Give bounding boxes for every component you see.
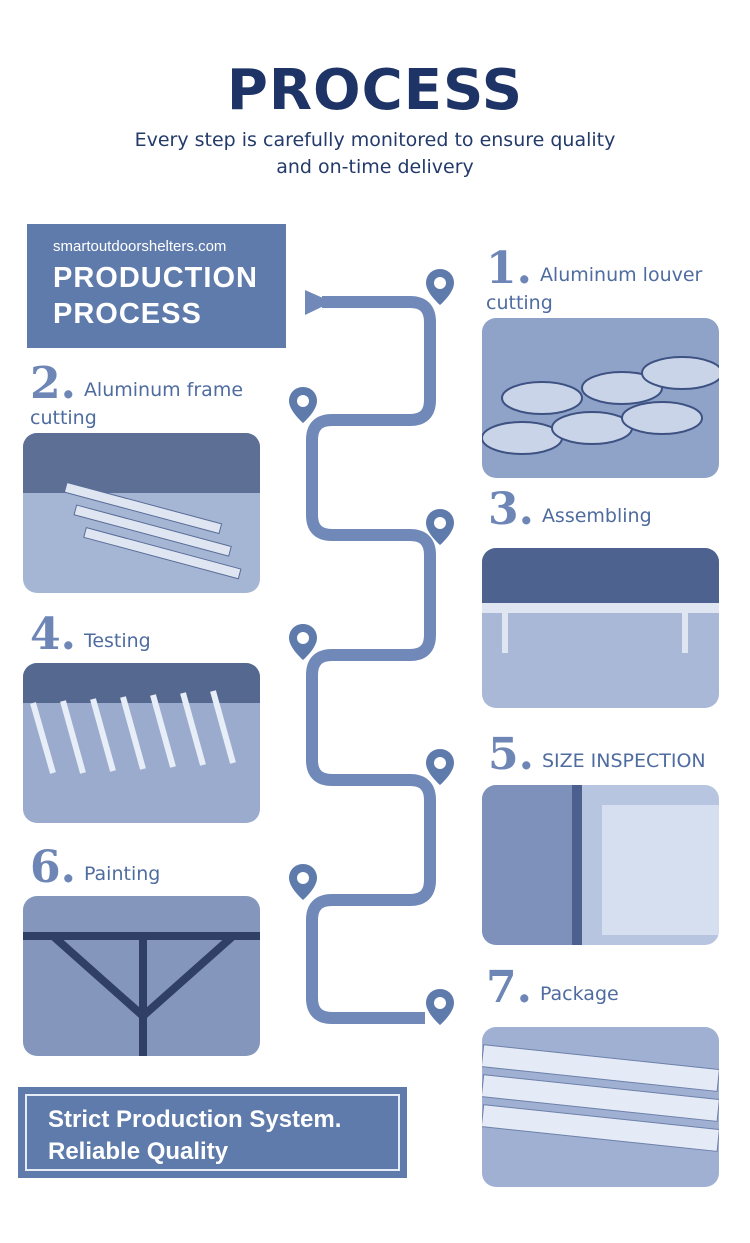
step-number: 2. [30, 358, 76, 409]
photo-frame-cutting [23, 433, 260, 593]
page-title: PROCESS [226, 58, 524, 123]
step-title: Testing [83, 630, 151, 652]
banner-title-line-2: PROCESS [53, 298, 202, 330]
footer-line-1: Strict Production System. [48, 1106, 342, 1133]
photo-louver-cutting [482, 318, 719, 478]
location-pin-icon [289, 864, 317, 900]
photo-size-inspection [482, 785, 719, 945]
location-pin-icon [426, 989, 454, 1025]
location-pin-icon [289, 624, 317, 660]
step-number: 7. [486, 962, 532, 1013]
subtitle-line-1: Every step is carefully monitored to ens… [134, 129, 616, 151]
step-number: 4. [30, 609, 76, 660]
location-pin-icon [426, 749, 454, 785]
photo-painting [23, 896, 260, 1056]
step-number: 6. [30, 842, 76, 893]
step-title: Painting [83, 863, 161, 885]
step-7-label: 7. Package [486, 965, 619, 1011]
step-title-cont: cutting [486, 292, 553, 314]
page-subtitle: Every step is carefully monitored to ens… [0, 127, 750, 181]
step-2-label: 2. Aluminum frame cutting [30, 358, 244, 430]
quality-banner: Strict Production System. Reliable Qualit… [18, 1087, 407, 1178]
step-number: 1. [486, 243, 532, 294]
step-1-label: 1. Aluminum louver cutting [486, 243, 703, 315]
step-number: 5. [488, 729, 534, 780]
process-line [306, 296, 436, 1024]
step-number: 3. [488, 484, 534, 535]
step-title: Aluminum louver [539, 264, 703, 286]
subtitle-line-2: and on-time delivery [276, 156, 474, 178]
step-6-label: 6. Painting [30, 845, 160, 891]
footer-line-2: Reliable Quality [48, 1138, 229, 1165]
photo-testing [23, 663, 260, 823]
step-title: Assembling [541, 505, 652, 527]
step-title: Aluminum frame [83, 379, 244, 401]
location-pin-icon [426, 509, 454, 545]
photo-assembling [482, 548, 719, 708]
path-start-arrow-icon [305, 290, 332, 315]
photo-package [482, 1027, 719, 1187]
step-title: Package [539, 983, 619, 1005]
step-title: SIZE INSPECTION [541, 750, 706, 772]
step-5-label: 5. SIZE INSPECTION [488, 732, 706, 778]
step-title-cont: cutting [30, 407, 97, 429]
step-3-label: 3. Assembling [488, 487, 652, 533]
step-4-label: 4. Testing [30, 612, 151, 658]
production-process-banner: smartoutdoorshelters.com PRODUCTION PROC… [27, 224, 286, 348]
location-pin-icon [426, 269, 454, 305]
banner-title-line-1: PRODUCTION [53, 262, 258, 294]
website-label: smartoutdoorshelters.com [53, 238, 227, 255]
location-pin-icon [289, 387, 317, 423]
